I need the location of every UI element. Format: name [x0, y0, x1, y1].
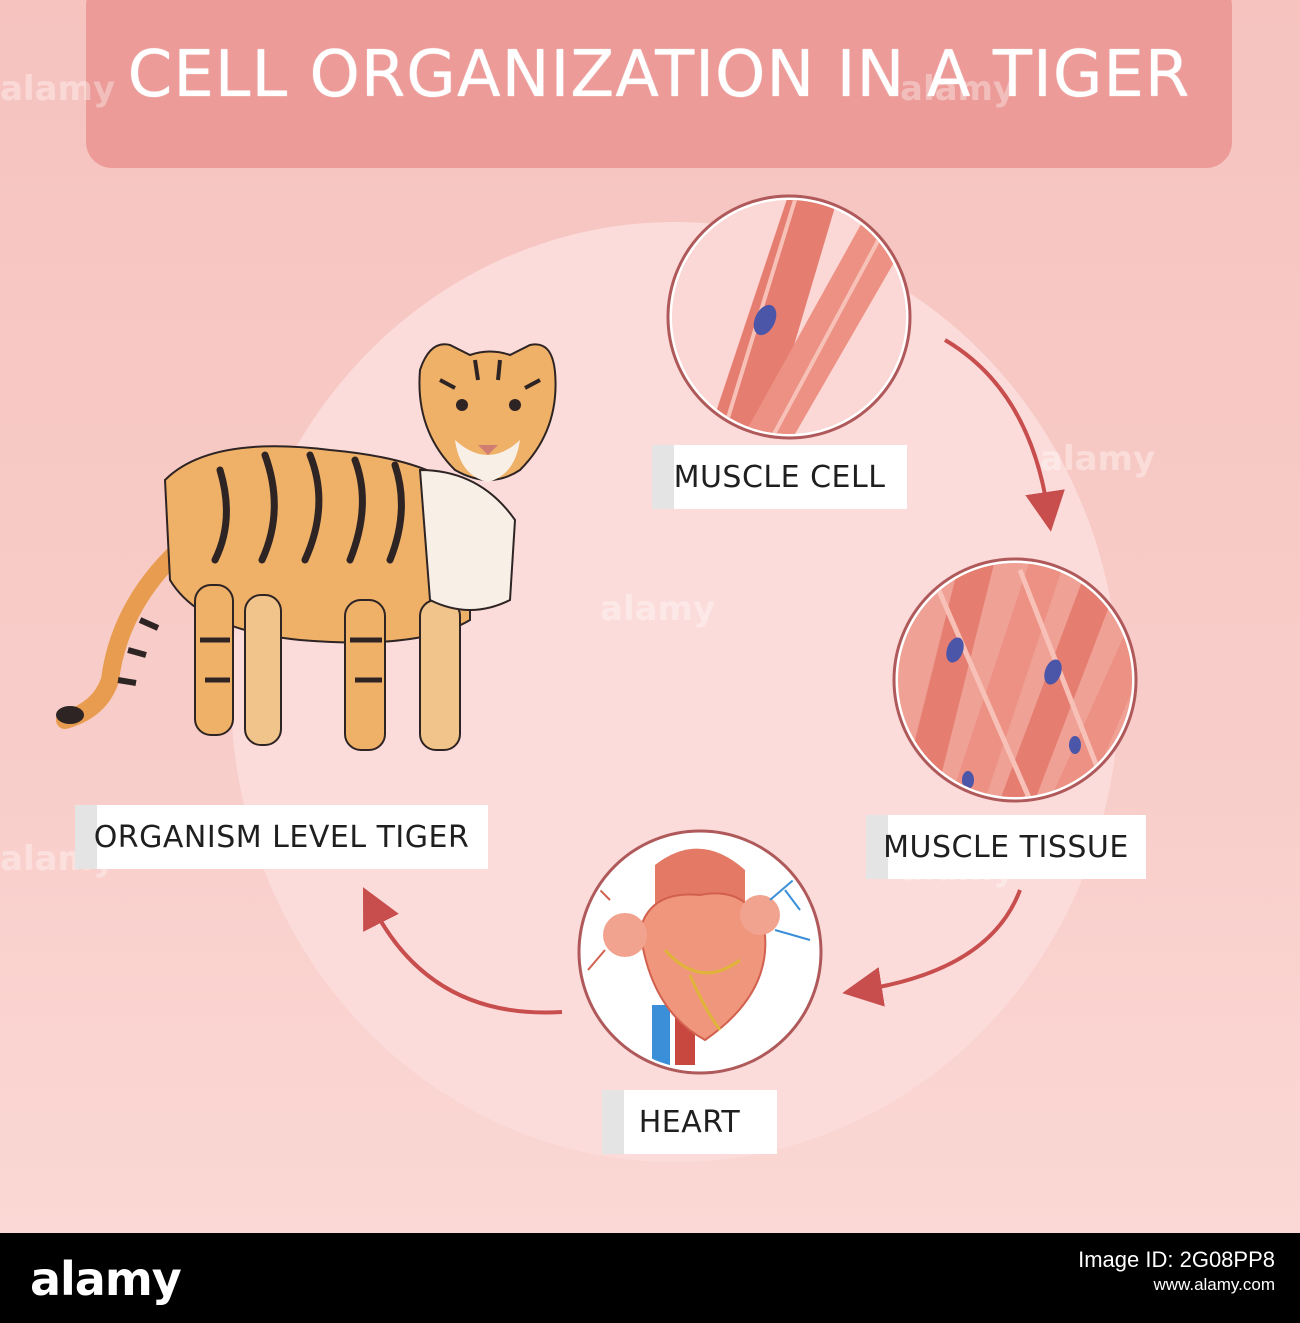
image-id: Image ID: 2G08PP8 [1078, 1247, 1275, 1272]
svg-text:alamy: alamy [600, 589, 715, 629]
svg-text:alamy: alamy [1040, 439, 1155, 479]
svg-text:alamy: alamy [900, 69, 1015, 109]
heart-image [577, 829, 823, 1075]
label-muscle-tissue: MUSCLE TISSUE [866, 815, 1146, 879]
diagram-graphics: alamy alamy alamy alamy alamy alamy [0, 69, 1155, 1075]
muscle-cell-image [666, 194, 912, 440]
site-url: www.alamy.com [1153, 1274, 1275, 1294]
diagram-canvas: CELL ORGANIZATION IN A TIGER [0, 0, 1300, 1233]
title-banner [86, 0, 1232, 168]
diagram-title: CELL ORGANIZATION IN A TIGER [127, 38, 1191, 112]
label-organism: ORGANISM LEVEL TIGER [75, 805, 488, 869]
cycle-arrows [362, 338, 1065, 1015]
footer-bar [0, 1233, 1300, 1323]
label-heart: HEART [602, 1090, 777, 1154]
muscle-tissue-image [892, 557, 1138, 803]
svg-text:alamy: alamy [0, 69, 115, 109]
label-muscle-cell: MUSCLE CELL [652, 445, 907, 509]
footer-brand-logo: alamy [30, 1252, 182, 1306]
footer-image-id: Image ID: 2G08PP8 www.alamy.com [1078, 1246, 1275, 1295]
tiger-illustration [56, 343, 557, 751]
